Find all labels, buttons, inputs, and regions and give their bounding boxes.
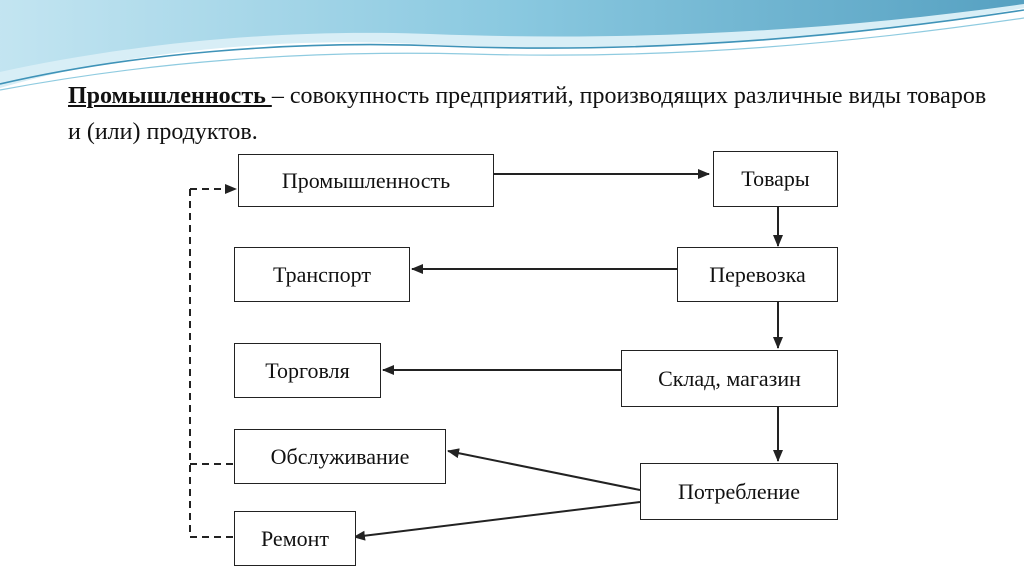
arrow-consumption-to-repair bbox=[353, 501, 641, 541]
definition-body: – совокупность предприятий, производящих… bbox=[68, 83, 987, 145]
node-warehouse: Склад, магазин bbox=[621, 350, 838, 407]
node-trade: Торговля bbox=[234, 343, 381, 398]
node-consumption: Потребление bbox=[640, 463, 838, 520]
node-repair: Ремонт bbox=[234, 511, 356, 566]
arrow-consumption-to-service bbox=[447, 448, 641, 491]
definition-term: Промышленность bbox=[68, 83, 272, 109]
node-shipping: Перевозка bbox=[677, 247, 838, 302]
flow-diagram: Промышленность Товары Транспорт Перевозк… bbox=[174, 150, 859, 574]
node-service: Обслуживание bbox=[234, 429, 446, 484]
dashed-feedback-repair bbox=[189, 189, 233, 538]
definition-text: Промышленность – совокупность предприяти… bbox=[68, 78, 998, 150]
node-transport: Транспорт bbox=[234, 247, 410, 302]
diagram-connectors bbox=[189, 169, 783, 541]
node-industry: Промышленность bbox=[238, 154, 494, 207]
header-wave-decoration bbox=[0, 0, 1024, 91]
node-goods: Товары bbox=[713, 151, 838, 207]
